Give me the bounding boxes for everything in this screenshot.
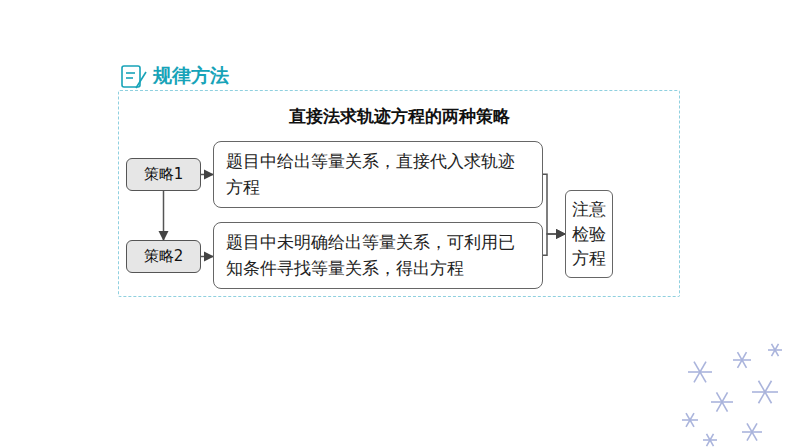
snowflake-stroke: [717, 392, 728, 411]
node-text: 策略1: [144, 165, 184, 184]
note-box: 注意检验方程: [565, 190, 613, 278]
snowflake-stroke: [738, 352, 747, 368]
snowflake-stroke: [747, 423, 757, 440]
snowflake-stroke: [759, 381, 772, 404]
snowflake-stroke: [717, 392, 728, 411]
connector-arrow: [543, 174, 565, 234]
snowflake-stroke: [772, 344, 779, 356]
group-frame: 规律方法直接法求轨迹方程的两种策略策略1题目中给出等量关系，直接代入求轨迹方程策…: [118, 90, 680, 297]
snowflake-stroke: [694, 362, 706, 383]
snowflake-stroke: [738, 352, 747, 368]
section-heading: 规律方法: [149, 63, 233, 89]
node-text: 注意检验方程: [571, 197, 607, 271]
connector-arrow: [163, 191, 165, 240]
diagram-title: 直接法求轨迹方程的两种策略: [119, 105, 679, 128]
note-icon: [122, 66, 146, 88]
connector-arrow: [201, 256, 213, 258]
strategy-tag: 策略1: [126, 158, 201, 191]
snowflake-stroke: [747, 423, 757, 440]
snowflakes: [682, 344, 782, 446]
snowflake-stroke: [759, 381, 772, 404]
connector-arrow: [543, 234, 565, 255]
connector-arrow: [201, 174, 213, 176]
node-text: 题目中未明确给出等量关系，可利用已知条件寻找等量关系，得出方程: [226, 229, 530, 282]
node-text: 题目中给出等量关系，直接代入求轨迹方程: [226, 148, 530, 201]
strategy-tag: 策略2: [126, 240, 201, 273]
snowflake-stroke: [686, 413, 694, 427]
process-box: 题目中给出等量关系，直接代入求轨迹方程: [213, 141, 543, 208]
process-box: 题目中未明确给出等量关系，可利用已知条件寻找等量关系，得出方程: [213, 222, 543, 289]
snowflake-stroke: [772, 344, 779, 356]
snowflake-stroke: [707, 434, 714, 446]
snowflake-stroke: [686, 413, 694, 427]
node-text: 策略2: [144, 247, 184, 266]
snowflake-stroke: [707, 434, 714, 446]
snowflake-stroke: [694, 362, 706, 383]
